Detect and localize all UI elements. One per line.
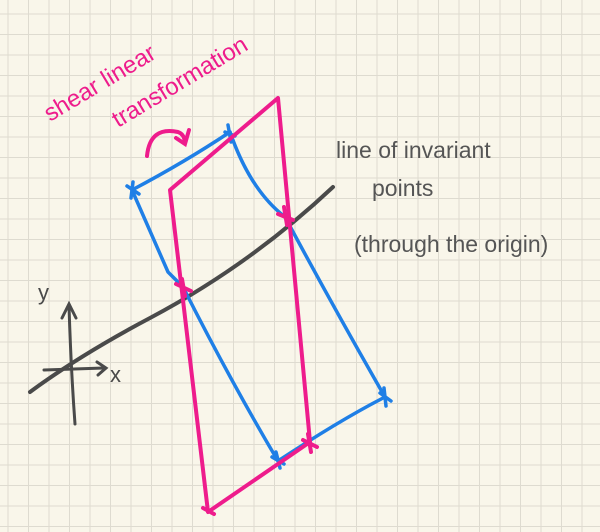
cross-marker-icon	[125, 180, 141, 200]
cross-marker-icon	[301, 432, 319, 454]
original-edge-right	[228, 130, 387, 399]
original-edge-top	[130, 130, 232, 192]
transformed-shape	[168, 96, 319, 516]
y-axis-arrow-icon	[60, 300, 78, 320]
coordinate-axes	[42, 300, 109, 426]
cross-marker-icon	[378, 386, 393, 408]
original-edge-left	[130, 188, 280, 463]
cross-marker-icon	[276, 205, 295, 227]
cross-marker-icon	[201, 506, 216, 516]
invariant-label-line-3: (through the origin)	[354, 231, 548, 257]
invariant-label-line-1: line of invariant	[336, 137, 491, 163]
line-of-invariant-points	[28, 185, 335, 394]
transformation-arrow-icon	[145, 128, 191, 158]
title-line-2: transformation	[107, 31, 252, 133]
y-axis	[67, 304, 77, 426]
original-edge-bottom	[276, 395, 387, 463]
cross-marker-icon	[174, 277, 193, 298]
original-shape	[125, 123, 393, 470]
x-axis-arrow-icon	[95, 360, 109, 377]
y-axis-label: y	[38, 280, 49, 305]
x-axis	[42, 366, 106, 372]
x-axis-label: x	[110, 362, 121, 387]
invariant-label-line-2: points	[372, 175, 433, 201]
